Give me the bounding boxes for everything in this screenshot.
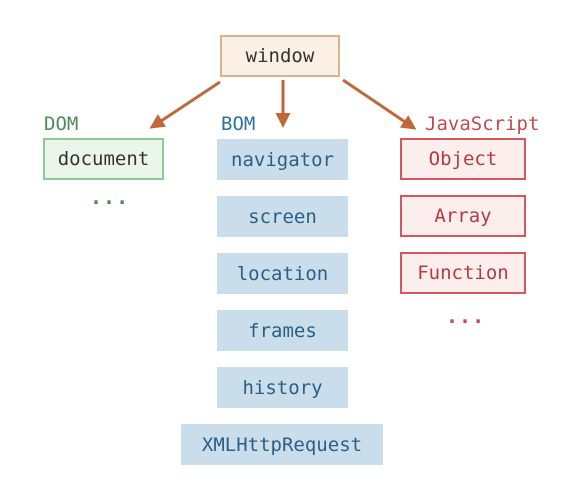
- bom-item-navigator: navigator: [217, 139, 348, 180]
- document-node: document: [43, 138, 164, 180]
- bom-item-history: history: [217, 367, 348, 408]
- window-label: window: [245, 45, 315, 67]
- bom-item-label: screen: [248, 205, 317, 228]
- bom-item-screen: screen: [217, 196, 348, 237]
- arrow-window-to-js: [342, 78, 417, 130]
- js-item-function: Function: [400, 252, 526, 294]
- bom-item-frames: frames: [217, 310, 348, 351]
- js-item-array: Array: [400, 195, 526, 237]
- bom-item-label: XMLHttpRequest: [201, 433, 363, 456]
- bom-item-xmlhttprequest: XMLHttpRequest: [181, 424, 383, 465]
- window-node: window: [220, 35, 340, 77]
- bom-item-label: frames: [248, 319, 317, 342]
- js-item-label: Array: [434, 205, 492, 227]
- arrow-window-to-dom: [149, 80, 221, 129]
- dom-ellipsis: ...: [90, 185, 130, 209]
- js-item-label: Object: [428, 148, 498, 170]
- dom-group-label: DOM: [44, 113, 79, 135]
- js-item-object: Object: [400, 138, 526, 180]
- js-ellipsis: ...: [446, 304, 486, 328]
- document-label: document: [57, 148, 150, 170]
- bom-item-location: location: [217, 253, 348, 294]
- bom-group-label: BOM: [221, 113, 256, 135]
- bom-item-label: location: [236, 262, 329, 285]
- js-item-label: Function: [417, 262, 509, 284]
- bom-item-label: navigator: [231, 148, 334, 171]
- bom-item-label: history: [242, 376, 323, 399]
- js-group-label: JavaScript: [425, 113, 540, 135]
